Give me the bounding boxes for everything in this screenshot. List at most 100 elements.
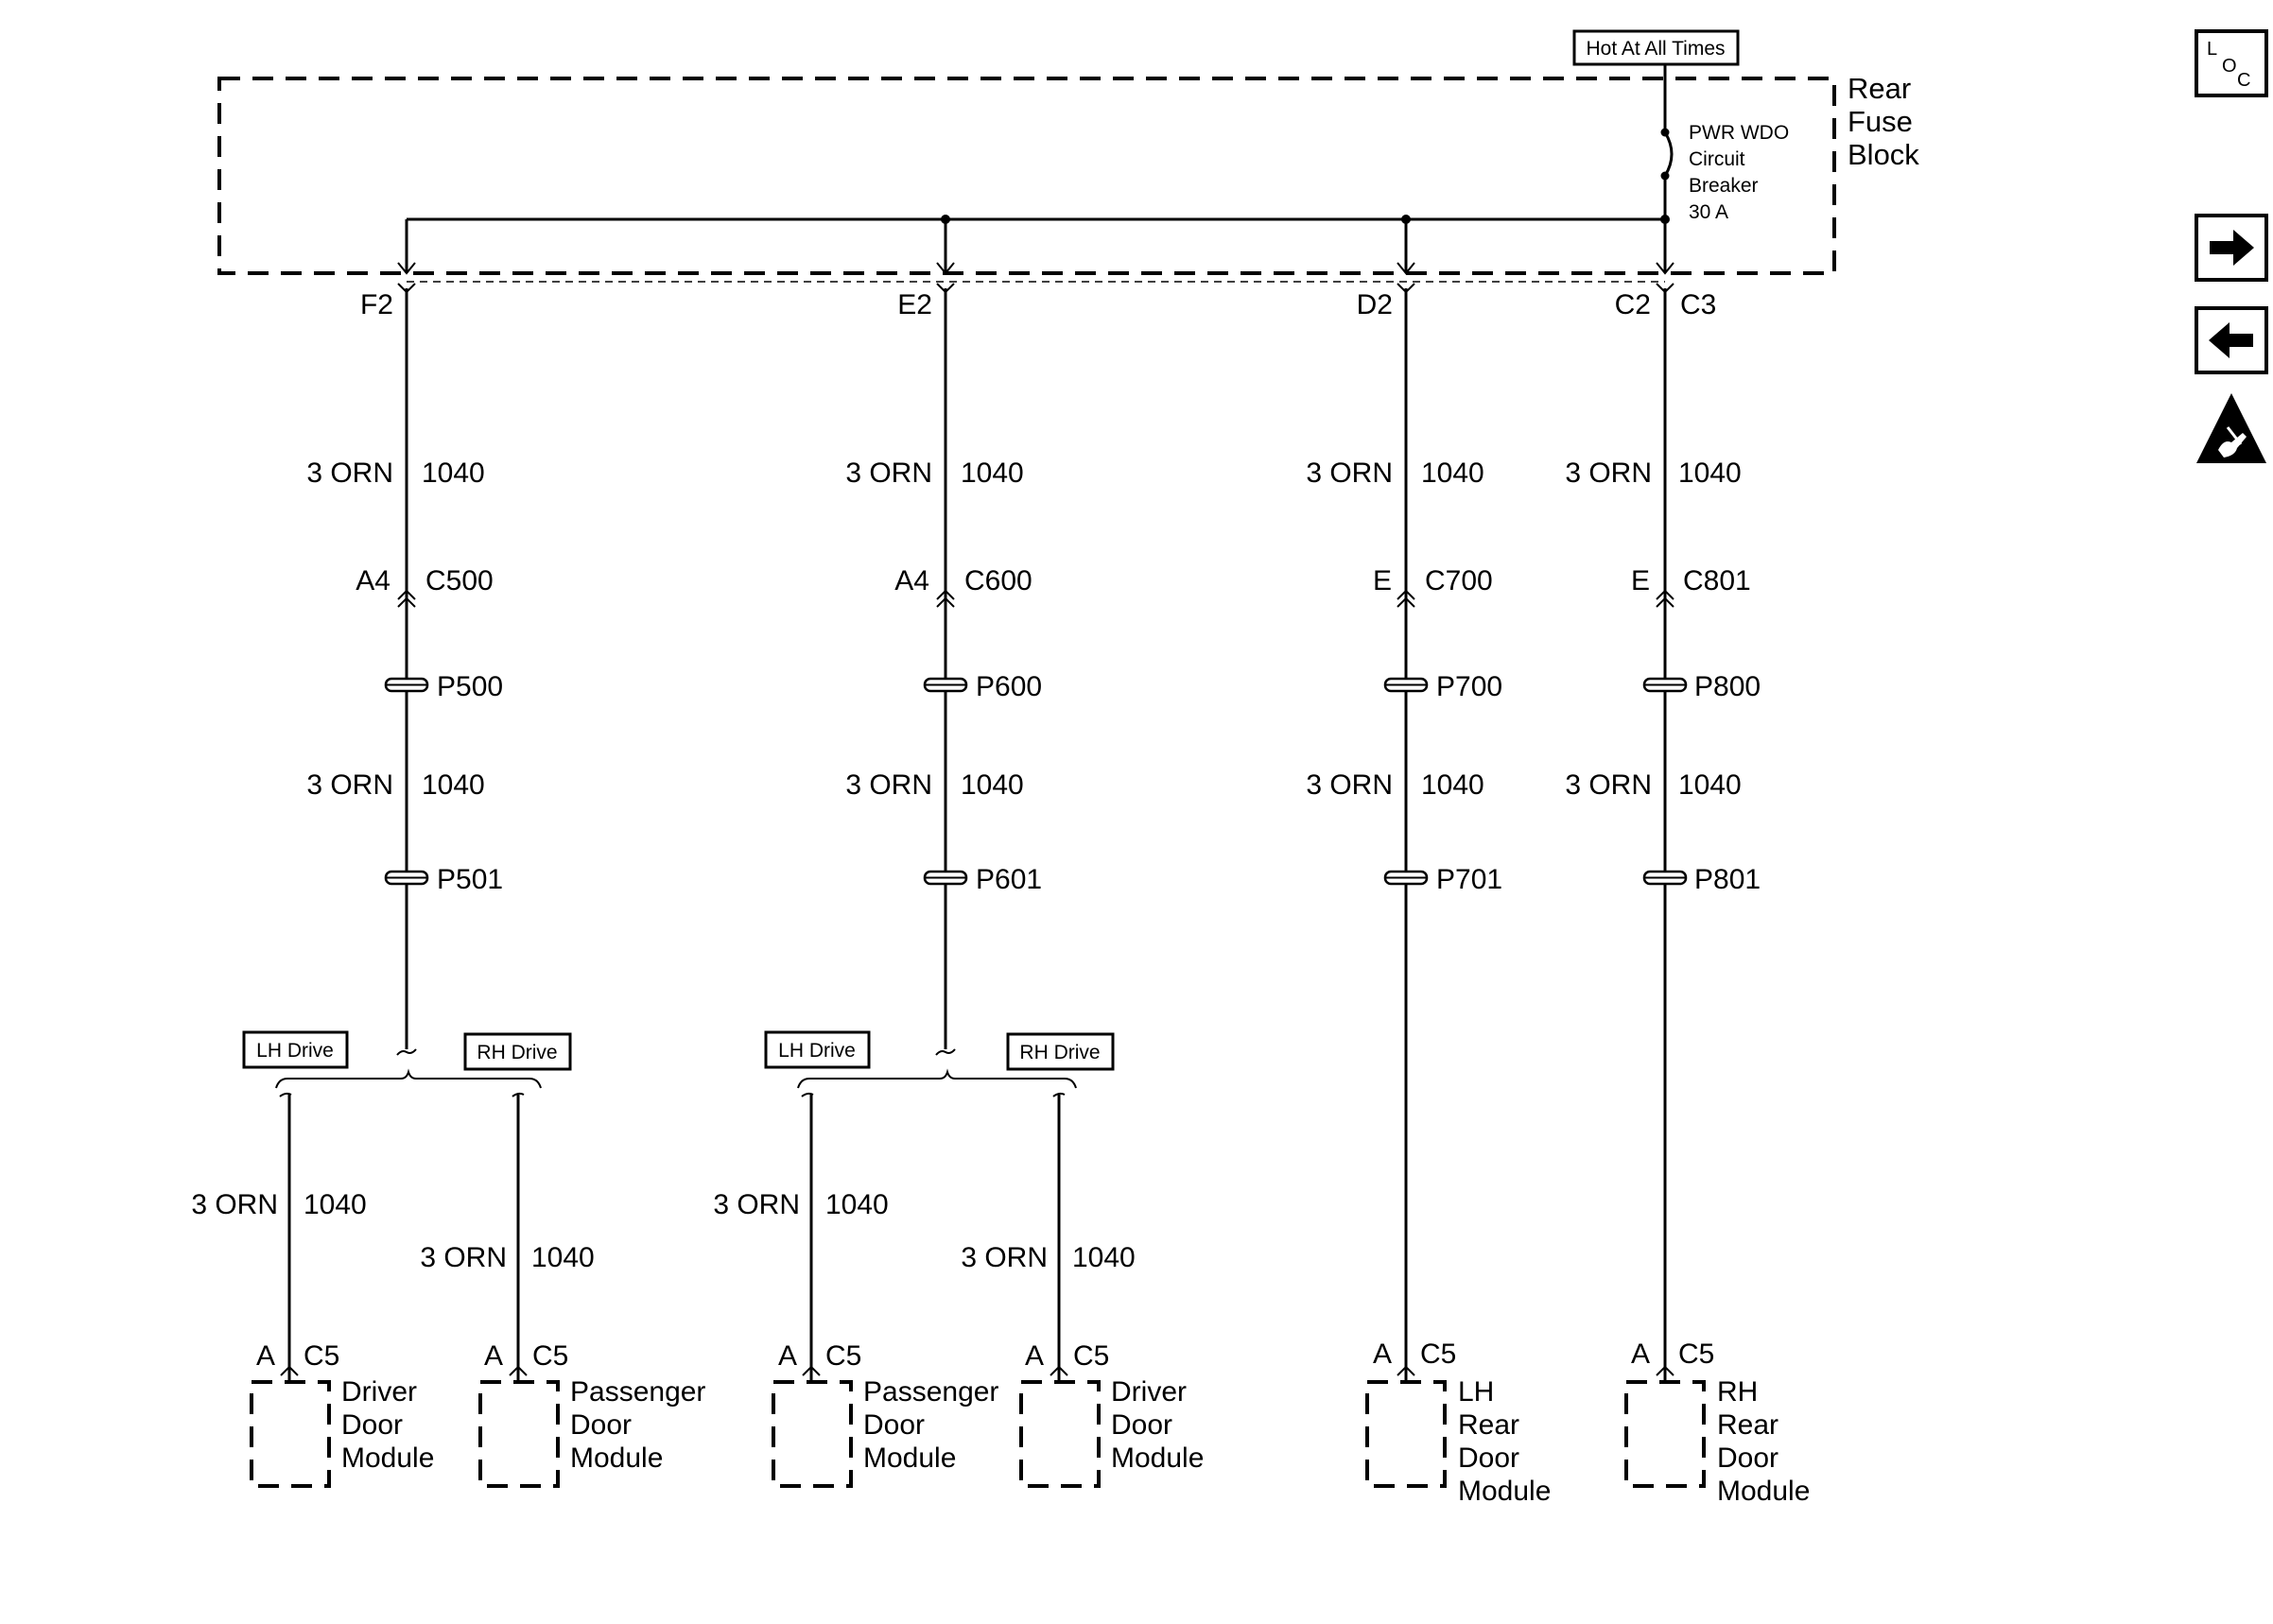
inline-connector-pin: A4 (894, 565, 929, 596)
breaker-label-line-2: Circuit (1689, 148, 1745, 170)
inline-connector-pin: E (1631, 565, 1650, 596)
power-source: Hot At All Times (1572, 29, 1740, 66)
module-label-line: Module (1111, 1443, 1204, 1474)
wire-size-color: 3 ORN (961, 1242, 1048, 1273)
connector-pin-symbol (1397, 1365, 1415, 1376)
wire-circuit-number: 1040 (304, 1189, 367, 1220)
splice-pack-label: P801 (1694, 864, 1761, 895)
loc-letter-l: L (2207, 39, 2217, 60)
wire-size-color: 3 ORN (1306, 458, 1393, 489)
terminal-female-d2 (1397, 262, 1415, 275)
inline-connector-symbol (397, 589, 416, 608)
terminal-label: E2 (897, 289, 932, 320)
module-driver-door (250, 1380, 331, 1488)
module-label-line: Door (570, 1409, 632, 1441)
splice-pack-label: P800 (1694, 671, 1761, 702)
wire-circuit-number: 1040 (1678, 458, 1742, 489)
esd-warning-button[interactable] (2196, 393, 2266, 463)
connector-pin-symbol (509, 1365, 528, 1376)
wire-circuit-number: 1040 (1072, 1242, 1136, 1273)
option-lh-drive-label: LH Drive (256, 1040, 334, 1062)
terminal-label: C2 (1615, 289, 1651, 320)
inline-connector-symbol (936, 589, 955, 608)
wire-circuit-number: 1040 (961, 458, 1024, 489)
inline-connector-symbol (1656, 589, 1674, 608)
wire-size-color: 3 ORN (306, 769, 393, 801)
inline-connector-pin: A4 (356, 565, 390, 596)
terminal-label: D2 (1357, 289, 1393, 320)
wire-size-color: 3 ORN (1565, 769, 1652, 801)
wire-size-color: 3 ORN (420, 1242, 507, 1273)
loc-letter-c: C (2237, 70, 2250, 91)
module-label-line: Driver (1111, 1376, 1187, 1408)
module-passenger-door (478, 1380, 560, 1488)
wire-circuit-number: 1040 (825, 1189, 889, 1220)
wire-size-color: 3 ORN (713, 1189, 800, 1220)
hot-at-all-times-box (1572, 29, 1740, 66)
fuse-block-name-line-3: Block (1848, 138, 1919, 171)
connector-id: C5 (825, 1340, 861, 1372)
connector-pin: A (256, 1340, 275, 1372)
module-label-line: Door (1717, 1443, 1778, 1474)
module-lh-rear-door (1365, 1380, 1447, 1488)
arrow-right-icon (2210, 230, 2254, 266)
circuit-e2: E2 3 ORN 1040 A4 C600 P600 3 ORN 1040 P6… (713, 219, 1204, 1488)
option-lh-drive-label: LH Drive (778, 1040, 856, 1062)
inline-connector-id: C500 (425, 565, 494, 596)
module-label-line: LH (1458, 1376, 1494, 1408)
option-rh-drive-label: RH Drive (1019, 1042, 1100, 1063)
loc-letter-o: O (2222, 56, 2237, 77)
connector-id: C5 (1073, 1340, 1109, 1372)
wire-size-color: 3 ORN (845, 458, 932, 489)
splice-pack-label: P600 (976, 671, 1042, 702)
breaker-label-line-4: 30 A (1689, 201, 1728, 223)
hot-at-all-times-label: Hot At All Times (1586, 38, 1725, 60)
connector-pin: A (778, 1340, 797, 1372)
module-label-line: Door (341, 1409, 403, 1441)
loc-button[interactable]: L O C (2195, 29, 2268, 97)
option-break-symbol (935, 1048, 956, 1056)
terminal-label-alt: C3 (1680, 289, 1716, 320)
splice-pack-label: P501 (437, 864, 503, 895)
wire-circuit-number: 1040 (531, 1242, 595, 1273)
wire-size-color: 3 ORN (191, 1189, 278, 1220)
module-passenger-door (772, 1380, 853, 1488)
wire-size-color: 3 ORN (845, 769, 932, 801)
circuit-d2: D2 3 ORN 1040 E C700 P700 3 ORN 1040 P70… (1306, 219, 1551, 1507)
connector-pin: A (1631, 1339, 1650, 1370)
wire-circuit-number: 1040 (1421, 769, 1484, 801)
terminal-female-e2 (936, 262, 955, 275)
circuit-c2: C2 C3 3 ORN 1040 E C801 P800 3 ORN 1040 … (1565, 219, 1810, 1507)
fuse-block-name-line-1: Rear (1848, 72, 1911, 105)
option-break-symbol (396, 1048, 417, 1056)
splice-pack-label: P701 (1436, 864, 1502, 895)
option-rh-drive-box (463, 1032, 572, 1071)
option-brace (275, 1068, 542, 1089)
inline-connector-id: C700 (1425, 565, 1493, 596)
connector-pin: A (484, 1340, 503, 1372)
option-lh-drive-box (242, 1030, 349, 1069)
arrow-left-icon (2209, 322, 2253, 358)
module-label-line: RH (1717, 1376, 1758, 1408)
module-label-line: Passenger (570, 1376, 705, 1408)
next-page-button[interactable] (2195, 214, 2268, 282)
inline-connector-symbol (1397, 589, 1415, 608)
module-label-line: Passenger (863, 1376, 998, 1408)
fuse-block-name-line-2: Fuse (1848, 105, 1913, 138)
previous-page-button[interactable] (2195, 306, 2268, 374)
wire-circuit-number: 1040 (961, 769, 1024, 801)
option-rh-drive-label: RH Drive (477, 1042, 557, 1063)
module-label-line: Rear (1717, 1409, 1778, 1441)
option-lh-drive-box (764, 1030, 871, 1069)
terminal-female-f2 (397, 262, 416, 275)
module-label-line: Door (1458, 1443, 1519, 1474)
option-rh-drive-box (1006, 1032, 1115, 1071)
wire-size-color: 3 ORN (1565, 458, 1652, 489)
inline-connector-id: C600 (964, 565, 1032, 596)
module-label-line: Rear (1458, 1409, 1519, 1441)
fuse-block-outline (217, 77, 1836, 275)
connector-pin: A (1373, 1339, 1392, 1370)
module-label-line: Module (341, 1443, 434, 1474)
wire-circuit-number: 1040 (422, 769, 485, 801)
